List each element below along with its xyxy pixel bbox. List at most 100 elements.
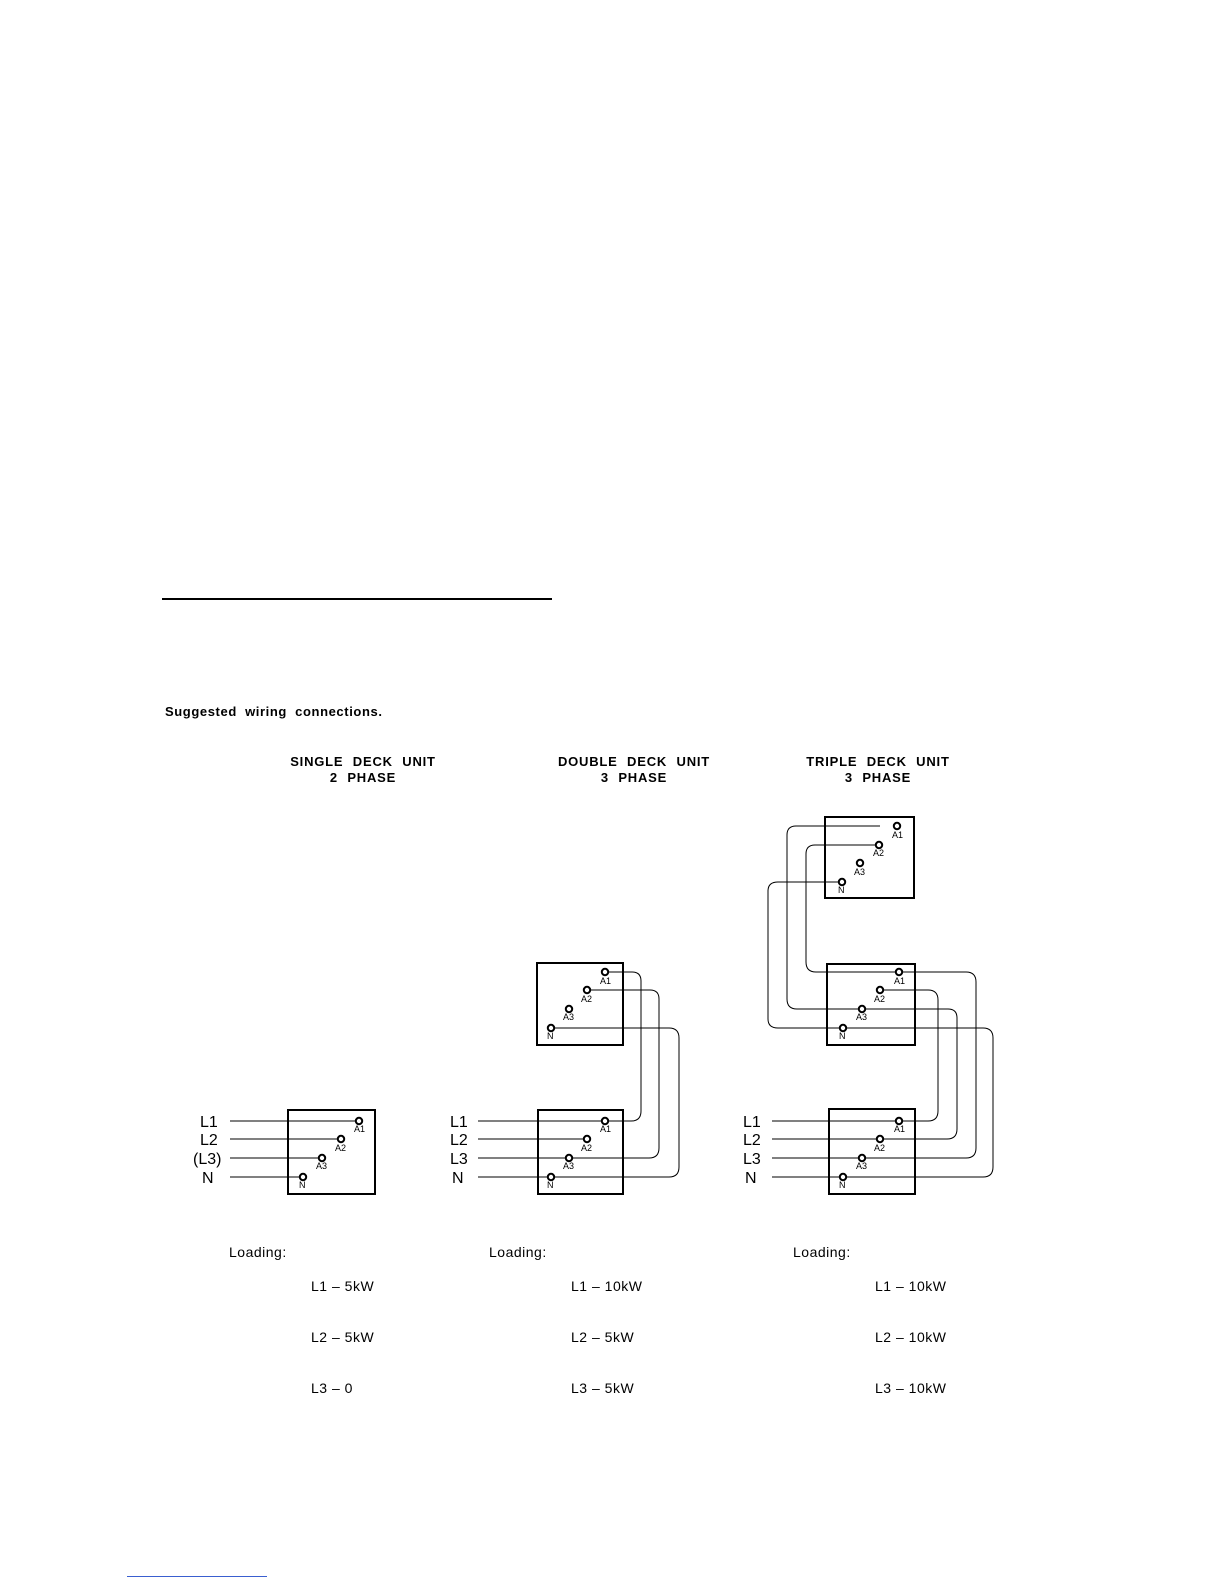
- terminal-n: [298, 1172, 308, 1182]
- supply-label-l3: L3: [743, 1151, 761, 1168]
- title-double-deck: DOUBLE DECK UNIT 3 PHASE: [524, 754, 744, 786]
- terminal-a1: [892, 821, 902, 831]
- link-wire-mid-a3: [862, 1008, 958, 1140]
- loading-label: Loading:: [489, 1244, 547, 1260]
- supply-label-l1: L1: [450, 1114, 468, 1131]
- terminal-label-a1: A1: [892, 830, 903, 840]
- title-line-1: DOUBLE DECK UNIT: [557, 754, 711, 769]
- terminal-label-a3: A3: [856, 1161, 867, 1171]
- terminal-a3: [857, 1004, 867, 1014]
- terminal-label-a2: A2: [874, 1143, 885, 1153]
- terminal-a1: [894, 1116, 904, 1126]
- loading-row: L2 – 10kW: [875, 1329, 947, 1345]
- loading-row: L3 – 0: [311, 1380, 353, 1396]
- terminal-label-a3: A3: [856, 1012, 867, 1022]
- title-line-2: 3 PHASE: [844, 770, 912, 785]
- link-wire-top-n: [767, 881, 843, 1029]
- terminal-label-a3: A3: [563, 1012, 574, 1022]
- supply-label-l2: L2: [200, 1132, 218, 1149]
- loading-row: L3 – 5kW: [571, 1380, 635, 1396]
- terminal-label-a2: A2: [581, 994, 592, 1004]
- link-wire-n: [551, 1027, 680, 1178]
- terminal-a1: [354, 1116, 364, 1126]
- loading-row: L2 – 5kW: [571, 1329, 635, 1345]
- terminal-label-a1: A1: [894, 976, 905, 986]
- terminal-label-a1: A1: [894, 1124, 905, 1134]
- terminal-label-a2: A2: [581, 1143, 592, 1153]
- terminal-a3: [857, 1153, 867, 1163]
- loading-row: L1 – 10kW: [875, 1278, 947, 1294]
- title-line-1: TRIPLE DECK UNIT: [806, 754, 950, 769]
- terminal-label-a1: A1: [600, 976, 611, 986]
- caption: Suggested wiring connections.: [165, 704, 383, 719]
- terminal-label-n: N: [839, 1180, 846, 1190]
- terminal-label-a1: A1: [354, 1124, 365, 1134]
- title-line-2: 3 PHASE: [600, 770, 668, 785]
- supply-label-n: N: [202, 1170, 214, 1187]
- terminal-a3: [317, 1153, 327, 1163]
- deck-box-triple-top: [824, 816, 915, 899]
- deck-box-double-lower: [537, 1109, 624, 1195]
- terminal-label-n: N: [299, 1180, 306, 1190]
- link-wire-top-a1: [786, 825, 899, 1010]
- title-single-deck: SINGLE DECK UNIT 2 PHASE: [253, 754, 473, 786]
- terminal-label-a3: A3: [316, 1161, 327, 1171]
- supply-label-l3: (L3): [193, 1151, 221, 1168]
- terminal-label-n: N: [838, 885, 845, 895]
- supply-label-l2: L2: [743, 1132, 761, 1149]
- terminal-label-n: N: [547, 1031, 554, 1041]
- supply-label-n: N: [745, 1170, 757, 1187]
- loading-row: L2 – 5kW: [311, 1329, 375, 1345]
- link-wire-top-a2: [805, 844, 899, 973]
- terminal-a2: [336, 1134, 346, 1144]
- terminal-n: [546, 1023, 556, 1033]
- link-wire-a1: [605, 971, 642, 1122]
- link-wire-a2: [569, 989, 660, 1159]
- terminal-a3: [564, 1153, 574, 1163]
- terminal-a3: [564, 1004, 574, 1014]
- supply-label-n: N: [452, 1170, 464, 1187]
- terminal-a1: [600, 967, 610, 977]
- loading-row: L3 – 10kW: [875, 1380, 947, 1396]
- terminal-a2: [875, 1134, 885, 1144]
- terminal-label-a1: A1: [600, 1124, 611, 1134]
- title-line-1: SINGLE DECK UNIT: [290, 754, 436, 769]
- title-line-2: 2 PHASE: [329, 770, 397, 785]
- terminal-a2: [875, 985, 885, 995]
- terminal-label-a3: A3: [854, 867, 865, 877]
- terminal-a2: [874, 840, 884, 850]
- terminal-a2: [582, 1134, 592, 1144]
- deck-box-triple-bottom: [828, 1108, 916, 1195]
- terminal-label-a3: A3: [563, 1161, 574, 1171]
- loading-row: L1 – 5kW: [311, 1278, 375, 1294]
- supply-label-l2: L2: [450, 1132, 468, 1149]
- separator-rule: [162, 598, 552, 600]
- loading-label: Loading:: [229, 1244, 287, 1260]
- supply-label-l1: L1: [743, 1114, 761, 1131]
- terminal-label-a2: A2: [874, 994, 885, 1004]
- terminal-n: [837, 877, 847, 887]
- terminal-a2: [582, 985, 592, 995]
- terminal-label-n: N: [547, 1180, 554, 1190]
- terminal-a1: [600, 1116, 610, 1126]
- deck-box-single: [287, 1109, 376, 1195]
- title-triple-deck: TRIPLE DECK UNIT 3 PHASE: [768, 754, 988, 786]
- terminal-label-a2: A2: [873, 848, 884, 858]
- supply-label-l1: L1: [200, 1114, 218, 1131]
- terminal-a3: [855, 858, 865, 868]
- link-wire-mid-a2: [880, 989, 939, 1122]
- terminal-a1: [894, 967, 904, 977]
- terminal-label-a2: A2: [335, 1143, 346, 1153]
- terminal-label-n: N: [839, 1031, 846, 1041]
- loading-row: L1 – 10kW: [571, 1278, 643, 1294]
- terminal-n: [838, 1023, 848, 1033]
- supply-label-l3: L3: [450, 1151, 468, 1168]
- footer-link-underline: [127, 1576, 267, 1577]
- link-wire-mid-a1: [862, 971, 977, 1159]
- deck-box-double-upper: [536, 962, 624, 1046]
- loading-label: Loading:: [793, 1244, 851, 1260]
- terminal-n: [546, 1172, 556, 1182]
- terminal-n: [838, 1172, 848, 1182]
- deck-box-triple-middle: [826, 963, 916, 1046]
